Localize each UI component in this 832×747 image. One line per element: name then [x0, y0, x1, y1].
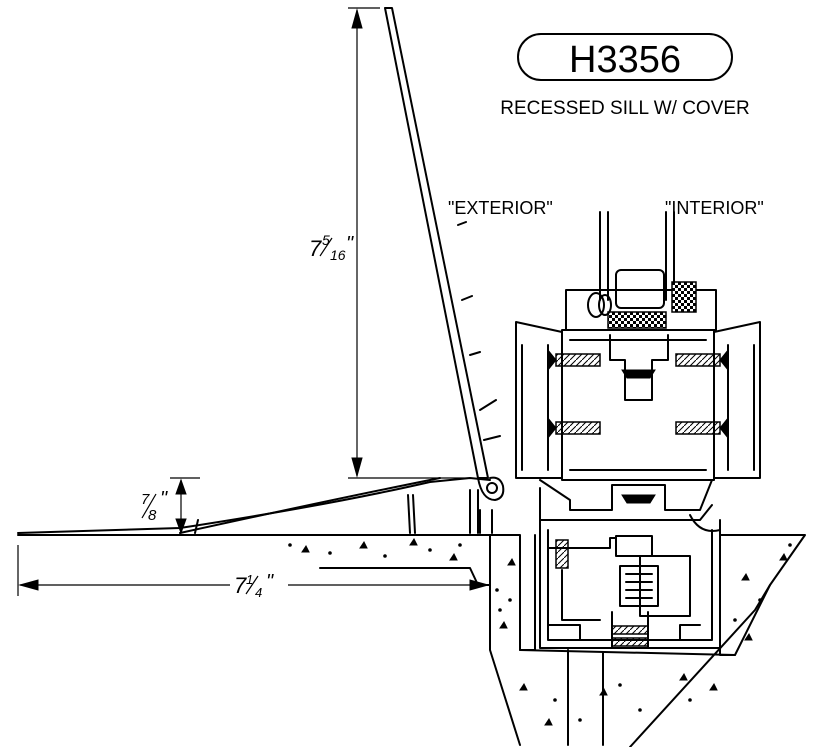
title-block: H3356 RECESSED SILL W/ COVER — [500, 33, 750, 119]
part-number-capsule — [517, 33, 733, 81]
drawing-description: RECESSED SILL W/ COVER — [500, 98, 750, 119]
width-dimension-text: 7 1 4 " — [230, 571, 288, 600]
part-number: H3356 — [569, 39, 681, 81]
height-whole: 7 — [309, 236, 322, 261]
sill-height-unit: " — [160, 488, 168, 510]
frame-assembly — [515, 211, 761, 649]
interior-label: "INTERIOR" — [665, 198, 764, 218]
height-unit: " — [346, 233, 354, 255]
width-unit: " — [266, 571, 274, 593]
sill-height-dimension-text: 7 8 " — [141, 488, 168, 524]
height-numerator: 5 — [322, 232, 330, 248]
width-denominator: 4 — [255, 585, 262, 600]
sill-cover — [17, 477, 493, 534]
width-whole: 7 — [234, 573, 247, 598]
exterior-label: "EXTERIOR" — [448, 198, 553, 218]
height-dimension: 7 5 16 " — [309, 7, 470, 479]
cover-blade — [384, 7, 505, 501]
sill-height-dimension: 7 8 " — [141, 477, 200, 536]
height-dimension-text: 7 5 16 " — [309, 232, 354, 263]
width-numerator: 1 — [246, 572, 253, 587]
sill-height-numerator: 7 — [141, 491, 150, 508]
width-dimension: 7 1 4 " — [17, 545, 491, 600]
sill-height-denominator: 8 — [148, 507, 157, 524]
height-denominator: 16 — [330, 247, 346, 263]
